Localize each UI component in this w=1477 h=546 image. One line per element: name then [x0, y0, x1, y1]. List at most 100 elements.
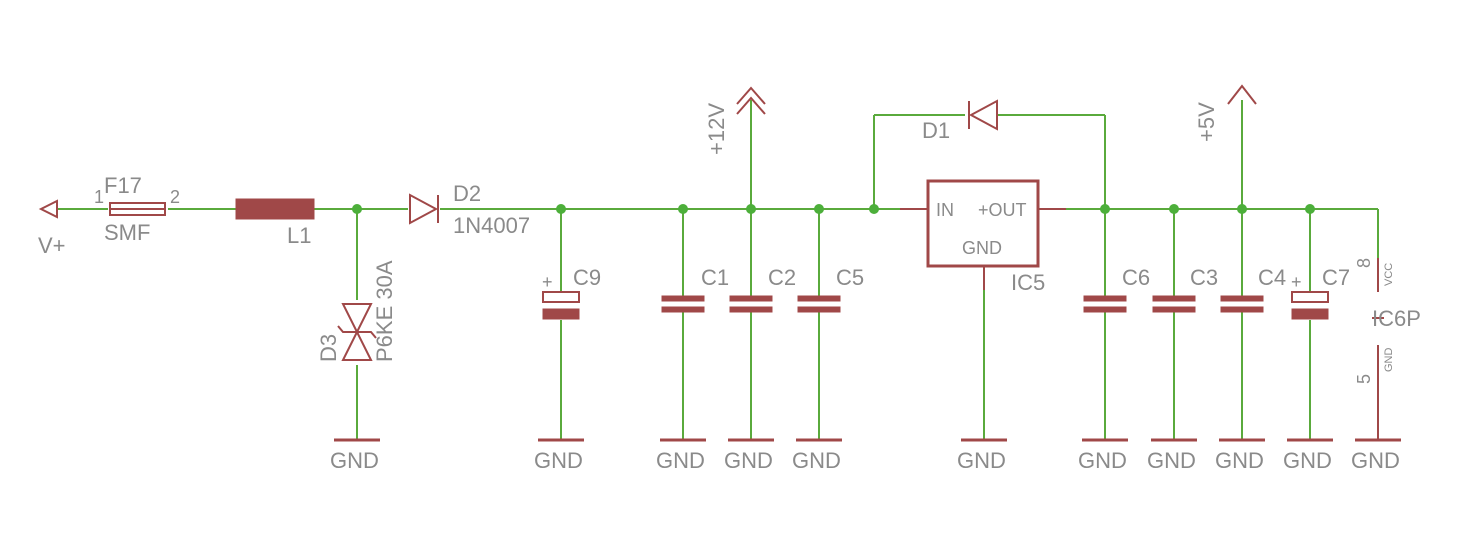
- ic6-vcc-label: VCC: [1383, 263, 1395, 286]
- capacitor-c2: C2: [729, 265, 796, 313]
- ground-symbol-c1: GND: [656, 438, 706, 473]
- junction-dot: [352, 204, 362, 214]
- junction-dot: [556, 204, 566, 214]
- tvs-bar: [337, 325, 377, 339]
- supply-12v-label: +12V: [704, 103, 729, 155]
- ground-symbol-c5: GND: [792, 438, 842, 473]
- c5-name: C5: [836, 265, 864, 290]
- c3-name: C3: [1190, 265, 1218, 290]
- up-arrow-icon: [1227, 84, 1257, 105]
- c7-plate-top: [1291, 291, 1329, 303]
- tvs-name: D3: [316, 334, 341, 362]
- c9-name: C9: [573, 265, 601, 290]
- ground-label: GND: [792, 448, 841, 473]
- inductor-symbol: [235, 198, 315, 220]
- c9-plate-bottom: [542, 308, 580, 320]
- ground-label: GND: [724, 448, 773, 473]
- d1-name: D1: [922, 118, 950, 143]
- junctions: [352, 204, 1315, 214]
- capacitor-c3: C3: [1152, 265, 1218, 313]
- tvs-upper-triangle: [341, 303, 373, 335]
- supply-5v: +5V: [1194, 84, 1257, 142]
- fuse-pin2: 2: [170, 187, 180, 207]
- ground-symbol-c4: GND: [1215, 438, 1265, 473]
- junction-dot: [1169, 204, 1179, 214]
- diode-d2: D2 1N4007: [409, 181, 530, 238]
- ground-symbol-c3: GND: [1147, 438, 1197, 473]
- c6-name: C6: [1122, 265, 1150, 290]
- inductor-name: L1: [287, 223, 311, 248]
- ic6-gnd-pin-number: 5: [1354, 374, 1374, 384]
- junction-dot: [1100, 204, 1110, 214]
- junction-dot: [678, 204, 688, 214]
- regulator-pin-in: IN: [936, 200, 954, 220]
- tvs-lower-triangle: [341, 329, 373, 361]
- diode-d1: D1: [922, 99, 998, 143]
- vplus-label: V+: [38, 233, 66, 258]
- regulator-ic5: IN +OUT GND IC5: [900, 179, 1066, 295]
- capacitor-c6: C6: [1083, 265, 1150, 313]
- capacitor-c9: + C9: [542, 265, 601, 320]
- junction-dot: [746, 204, 756, 214]
- ground-symbol-c7: GND: [1283, 438, 1333, 473]
- fuse-value: SMF: [104, 220, 150, 245]
- d1-triangle: [968, 99, 998, 131]
- ground-symbol-c9: GND: [534, 438, 584, 473]
- ic6-gnd-label: GND: [1383, 348, 1395, 373]
- ground-label: GND: [957, 448, 1006, 473]
- ground-label: GND: [1147, 448, 1196, 473]
- junction-dot: [1305, 204, 1315, 214]
- c7-plus: +: [1291, 272, 1302, 292]
- c9-plus: +: [542, 272, 553, 292]
- fuse-name: F17: [104, 173, 142, 198]
- ground-symbol-ic5: GND: [957, 438, 1007, 473]
- ic6-name: IC6P: [1372, 306, 1421, 331]
- supply-12v: +12V: [704, 86, 766, 155]
- junction-dot: [814, 204, 824, 214]
- d2-name: D2: [453, 181, 481, 206]
- junction-dot: [869, 204, 879, 214]
- ground-label: GND: [1078, 448, 1127, 473]
- inductor-l1: L1: [235, 198, 315, 248]
- ground-symbol-c6: GND: [1078, 438, 1128, 473]
- regulator-pin-out: +OUT: [978, 200, 1027, 220]
- fuse-f17: F17 1 2 SMF: [94, 173, 180, 245]
- d2-triangle: [409, 193, 439, 225]
- ground-symbol-ic6: GND: [1351, 438, 1401, 473]
- input-arrow-icon: [38, 199, 58, 219]
- junction-dot: [1237, 204, 1247, 214]
- c7-plate-bottom: [1291, 308, 1329, 320]
- ground-symbol-d3: GND: [330, 438, 380, 473]
- ic6-vcc-pin-number: 8: [1354, 258, 1374, 268]
- capacitor-c5: C5: [797, 265, 864, 313]
- ground-label: GND: [1351, 448, 1400, 473]
- supply-5v-label: +5V: [1194, 102, 1219, 142]
- ground-label: GND: [1283, 448, 1332, 473]
- ground-label: GND: [330, 448, 379, 473]
- regulator-pin-gnd: GND: [962, 238, 1002, 258]
- tvs-d3: D3 P6KE 30A: [316, 260, 397, 362]
- wires: [57, 100, 1379, 440]
- regulator-name: IC5: [1011, 270, 1045, 295]
- vplus-connector: V+: [38, 199, 66, 258]
- capacitor-c4: C4: [1220, 265, 1286, 313]
- ground-label: GND: [534, 448, 583, 473]
- ic6-power-pins: 8 VCC IC6P 5 GND: [1354, 258, 1421, 440]
- capacitor-c1: C1: [661, 265, 729, 313]
- up-arrow-icon: [736, 96, 766, 115]
- capacitor-c7: + C7: [1291, 265, 1350, 320]
- c2-name: C2: [768, 265, 796, 290]
- ground-symbols: GND GND GND GND GND GND GND GND: [330, 438, 1401, 473]
- d2-value: 1N4007: [453, 213, 530, 238]
- c9-plate-top: [542, 291, 580, 303]
- ground-symbol-c2: GND: [724, 438, 774, 473]
- ground-label: GND: [1215, 448, 1264, 473]
- c7-name: C7: [1322, 265, 1350, 290]
- ground-label: GND: [656, 448, 705, 473]
- c4-name: C4: [1258, 265, 1286, 290]
- tvs-value: P6KE 30A: [372, 260, 397, 362]
- c1-name: C1: [701, 265, 729, 290]
- fuse-pin1: 1: [94, 187, 104, 207]
- up-arrow-icon: [736, 86, 766, 105]
